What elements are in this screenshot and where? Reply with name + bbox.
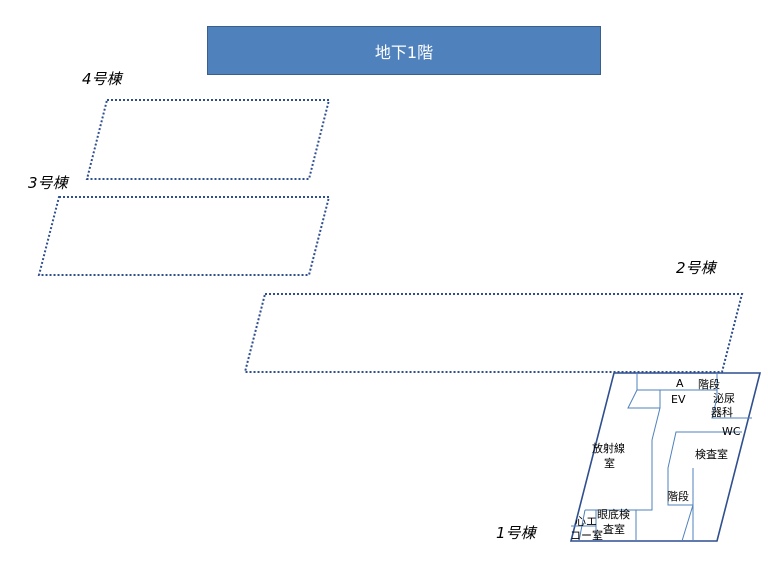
room-urology-label-2: 器科 — [711, 405, 733, 419]
building-2-label: 2号棟 — [676, 259, 716, 277]
room-ecg-label-2: コー室 — [570, 528, 603, 542]
building-1-rooms — [571, 373, 752, 542]
room-ev-label: EV — [671, 393, 686, 406]
building-3-outline — [37, 196, 331, 276]
room-radiology-label-2: 室 — [604, 456, 615, 470]
building-3-label: 3号棟 — [28, 174, 68, 192]
room-a-label: A — [676, 377, 684, 390]
floor-title: 地下1階 — [207, 26, 601, 75]
building-4-label: 4号棟 — [82, 70, 122, 88]
room-radiology-label-1: 放射線 — [592, 441, 625, 455]
building-4-outline — [85, 99, 331, 180]
room-exam-label: 検査室 — [695, 447, 728, 461]
room-fundus-label-2: 査室 — [603, 522, 625, 536]
room-stairs-top-label: 階段 — [698, 377, 720, 391]
building-1-label: 1号棟 — [496, 524, 536, 542]
room-ecg-label-1: 心エ — [575, 515, 597, 528]
room-stairs-mid-label: 階段 — [667, 489, 689, 503]
room-wc-label: WC — [722, 425, 741, 438]
building-1-outline — [569, 372, 762, 542]
building-2-outline — [243, 293, 744, 373]
room-urology-label-1: 泌尿 — [713, 392, 735, 405]
room-fundus-label-1: 眼底検 — [597, 507, 630, 521]
